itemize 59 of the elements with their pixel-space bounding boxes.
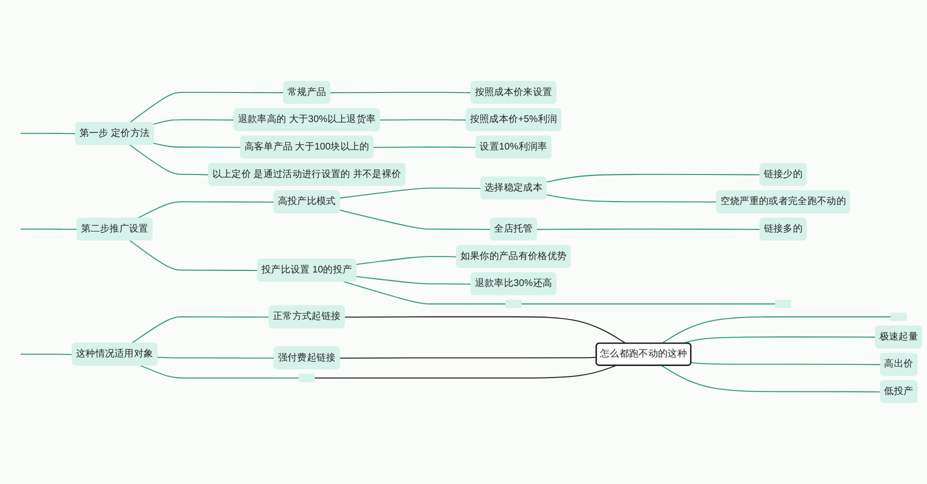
topic-node: 低投产 — [880, 380, 918, 404]
connector — [140, 365, 300, 378]
topic-node — [890, 312, 907, 321]
topic-node: 第一步 定价方法 — [75, 122, 154, 145]
connector — [546, 194, 717, 203]
connector — [340, 210, 491, 230]
topic-node: 退款率高的 大于30%以上退货率 — [234, 108, 380, 132]
connector — [20, 228, 78, 230]
connector — [157, 356, 274, 359]
topic-node — [298, 374, 315, 382]
topic-node: 正常方式起链接 — [268, 305, 345, 328]
topic-node: 高客单产品 大于100块以上的 — [240, 136, 374, 158]
topic-node: 全店托管 — [490, 218, 537, 241]
topic-node: 以上定价 是通过活动进行设置的 并不是裸价 — [208, 163, 406, 186]
connector — [340, 188, 481, 199]
topic-node: 选择稳定成本 — [480, 176, 547, 200]
connector — [373, 146, 476, 148]
connector — [521, 303, 776, 304]
connector — [153, 119, 234, 125]
connector — [20, 132, 76, 134]
connector — [343, 281, 506, 304]
connector — [661, 316, 891, 344]
topic-node: 按照成本价来设置 — [470, 80, 556, 104]
connector — [20, 354, 72, 356]
connector — [131, 316, 270, 344]
topic-node: 极速起量 — [875, 326, 922, 348]
connector — [356, 256, 457, 265]
connector — [340, 356, 597, 359]
connector — [380, 119, 466, 121]
topic-node: 按照成本价+5%利润 — [466, 108, 562, 132]
topic-node: 链接多的 — [760, 218, 807, 241]
connector — [153, 142, 241, 148]
topic-node — [775, 300, 792, 308]
topic-node — [505, 300, 522, 308]
topic-node: 这种情况适用对象 — [72, 342, 158, 366]
connector — [314, 365, 616, 378]
topic-node: 退款率比30%还高 — [470, 272, 556, 296]
topic-node: 高出价 — [880, 352, 918, 376]
topic-node: 怎么都跑不动的这种 — [596, 342, 692, 366]
topic-node: 设置10%利润率 — [476, 136, 552, 158]
connector — [546, 174, 760, 182]
topic-node: 空烧严重的或者完全跑不动的 — [716, 190, 850, 214]
topic-node: 投产比设置 10的投产 — [257, 258, 356, 282]
topic-node: 第二步推广设置 — [76, 218, 153, 241]
connector — [130, 92, 284, 124]
connector — [344, 316, 626, 344]
connector — [661, 365, 881, 392]
topic-node: 常规产品 — [283, 80, 330, 104]
connector — [130, 144, 209, 176]
connector — [330, 92, 472, 94]
connector — [137, 201, 274, 219]
connector — [536, 228, 760, 230]
topic-node: 高投产比模式 — [274, 190, 340, 214]
topic-node: 强付费起链接 — [274, 346, 340, 370]
connector — [691, 362, 881, 366]
topic-node: 链接少的 — [760, 163, 807, 186]
connector — [130, 240, 258, 271]
topic-node: 如果你的产品有价格优势 — [456, 245, 571, 268]
connector — [356, 276, 472, 285]
